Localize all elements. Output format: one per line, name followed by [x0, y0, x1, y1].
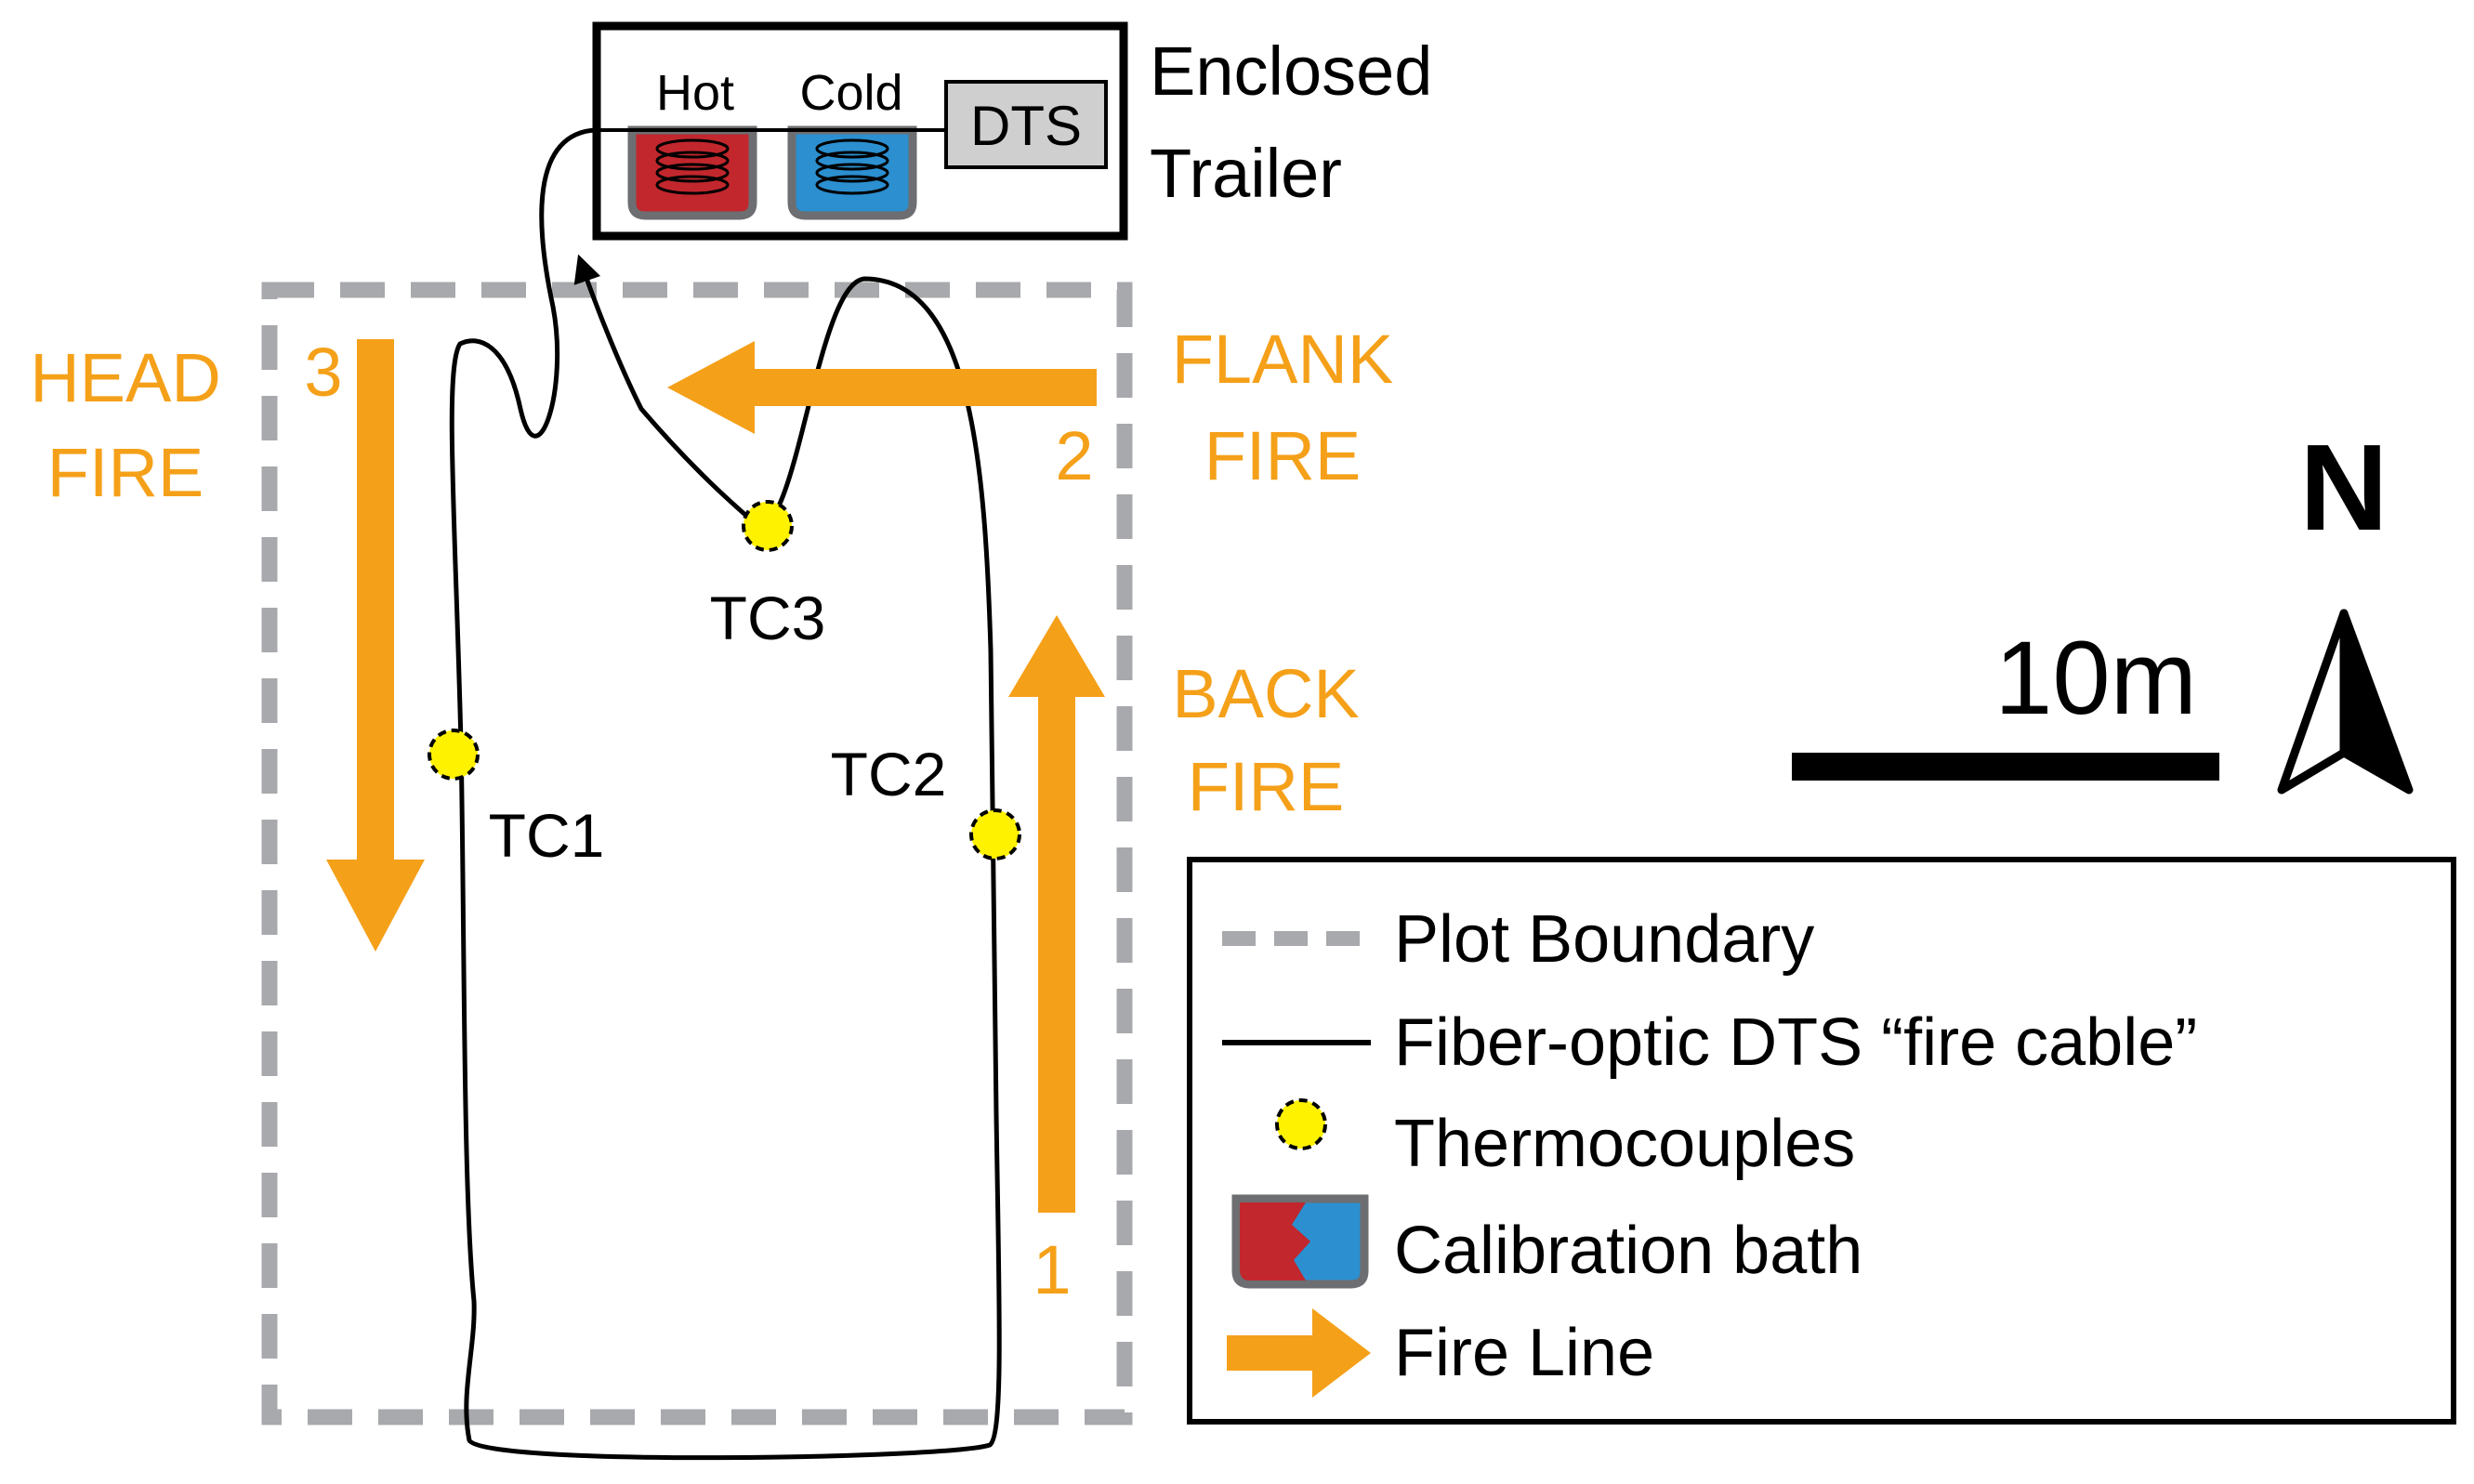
back-fire-label-line1: BACK — [1172, 655, 1360, 732]
thermocouple-tc1-label: TC1 — [489, 801, 605, 870]
legend-thermocouple-swatch — [1275, 1098, 1327, 1150]
head-fire-label-line2: FIRE — [47, 434, 204, 511]
legend-box — [1187, 857, 2456, 1425]
north-arrow-icon — [2277, 609, 2414, 795]
scale-bar — [1792, 753, 2219, 781]
enclosed-trailer: Hot Cold DTS — [592, 21, 1128, 241]
north-label: N — [2299, 419, 2388, 556]
flank-fire-arrow — [667, 341, 1097, 434]
legend-plot-boundary-label: Plot Boundary — [1394, 902, 1814, 977]
trailer-title-line1: Enclosed — [1150, 33, 1432, 110]
legend-fire-line-label: Fire Line — [1394, 1316, 1654, 1390]
back-fire-number: 1 — [1033, 1231, 1071, 1308]
cold-bath-label: Cold — [799, 65, 902, 121]
legend: Plot Boundary Fiber-optic DTS “fire cabl… — [1187, 857, 2456, 1425]
back-fire-label-line2: FIRE — [1188, 748, 1345, 825]
head-fire-label-line1: HEAD — [30, 339, 221, 416]
thermocouple-tc3-label: TC3 — [710, 584, 826, 652]
plot-boundary — [261, 282, 1133, 1425]
flank-fire-label-line2: FIRE — [1204, 417, 1362, 494]
back-fire-arrow — [1008, 615, 1105, 1213]
legend-fire-line-swatch — [1227, 1308, 1371, 1398]
head-fire-arrow — [326, 339, 425, 952]
flank-fire-number: 2 — [1055, 417, 1093, 494]
thermocouple-tc1-marker — [428, 729, 480, 781]
flank-fire-label-line1: FLANK — [1172, 321, 1394, 398]
dts-instrument — [944, 80, 1108, 169]
legend-fire-cable-label: Fiber-optic DTS “fire cable” — [1394, 1005, 2197, 1080]
thermocouple-tc2-marker — [969, 808, 1021, 860]
thermocouple-tc2-label: TC2 — [831, 740, 947, 808]
head-fire-number: 3 — [304, 334, 342, 411]
scale-label: 10m — [1994, 620, 2197, 736]
hot-bath-label: Hot — [656, 65, 734, 121]
thermocouple-tc3-marker — [742, 500, 794, 552]
cold-calibration-bath — [787, 125, 917, 220]
trailer-title-line2: Trailer — [1150, 135, 1342, 212]
dts-label: DTS — [970, 95, 1082, 157]
legend-thermocouples-label: Thermocouples — [1394, 1107, 1855, 1181]
fire-cable — [449, 127, 1002, 1461]
legend-calibration-bath-swatch — [1231, 1194, 1369, 1289]
hot-calibration-bath — [627, 125, 757, 220]
legend-calibration-bath-label: Calibration bath — [1394, 1214, 1862, 1288]
